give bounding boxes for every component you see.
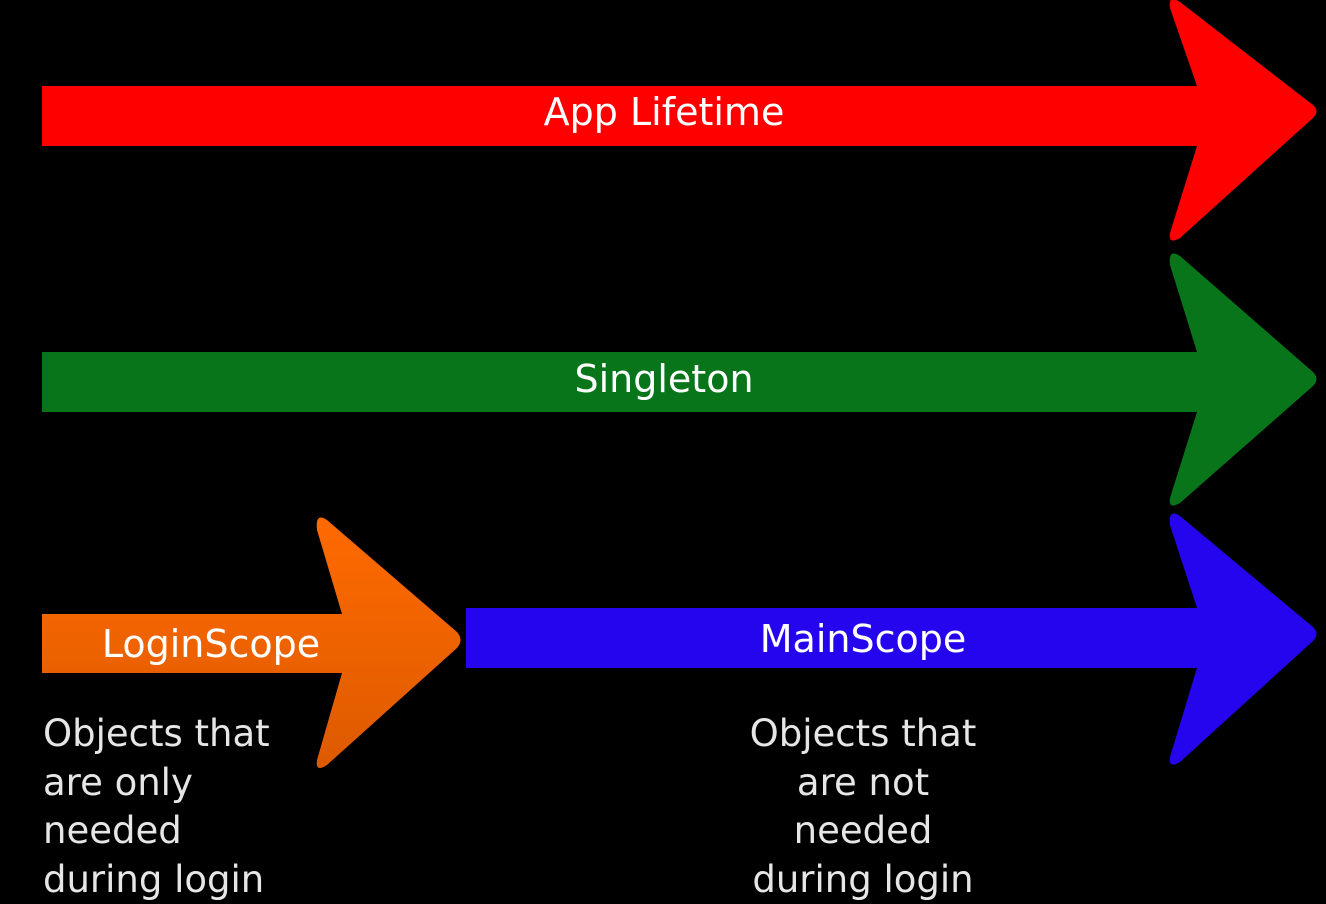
main-note-line: during login bbox=[750, 856, 977, 904]
main-note-line: needed bbox=[750, 807, 977, 856]
login-scope-note: Objects that are only needed during logi… bbox=[43, 710, 270, 904]
main-note-line: Objects that bbox=[750, 710, 977, 759]
app-lifetime-arrow: App Lifetime bbox=[42, 0, 1317, 241]
app-lifetime-label: App Lifetime bbox=[544, 90, 785, 134]
main-scope-note: Objects that are not needed during login bbox=[750, 710, 977, 904]
login-note-line: during login bbox=[43, 856, 270, 904]
main-note-line: are not bbox=[750, 759, 977, 808]
main-scope-label: MainScope bbox=[760, 617, 966, 661]
login-scope-label: LoginScope bbox=[102, 622, 320, 666]
login-note-line: Objects that bbox=[43, 710, 270, 759]
singleton-label: Singleton bbox=[574, 357, 753, 401]
login-note-line: are only bbox=[43, 759, 270, 808]
singleton-arrow: Singleton bbox=[42, 253, 1317, 505]
login-note-line: needed bbox=[43, 807, 270, 856]
